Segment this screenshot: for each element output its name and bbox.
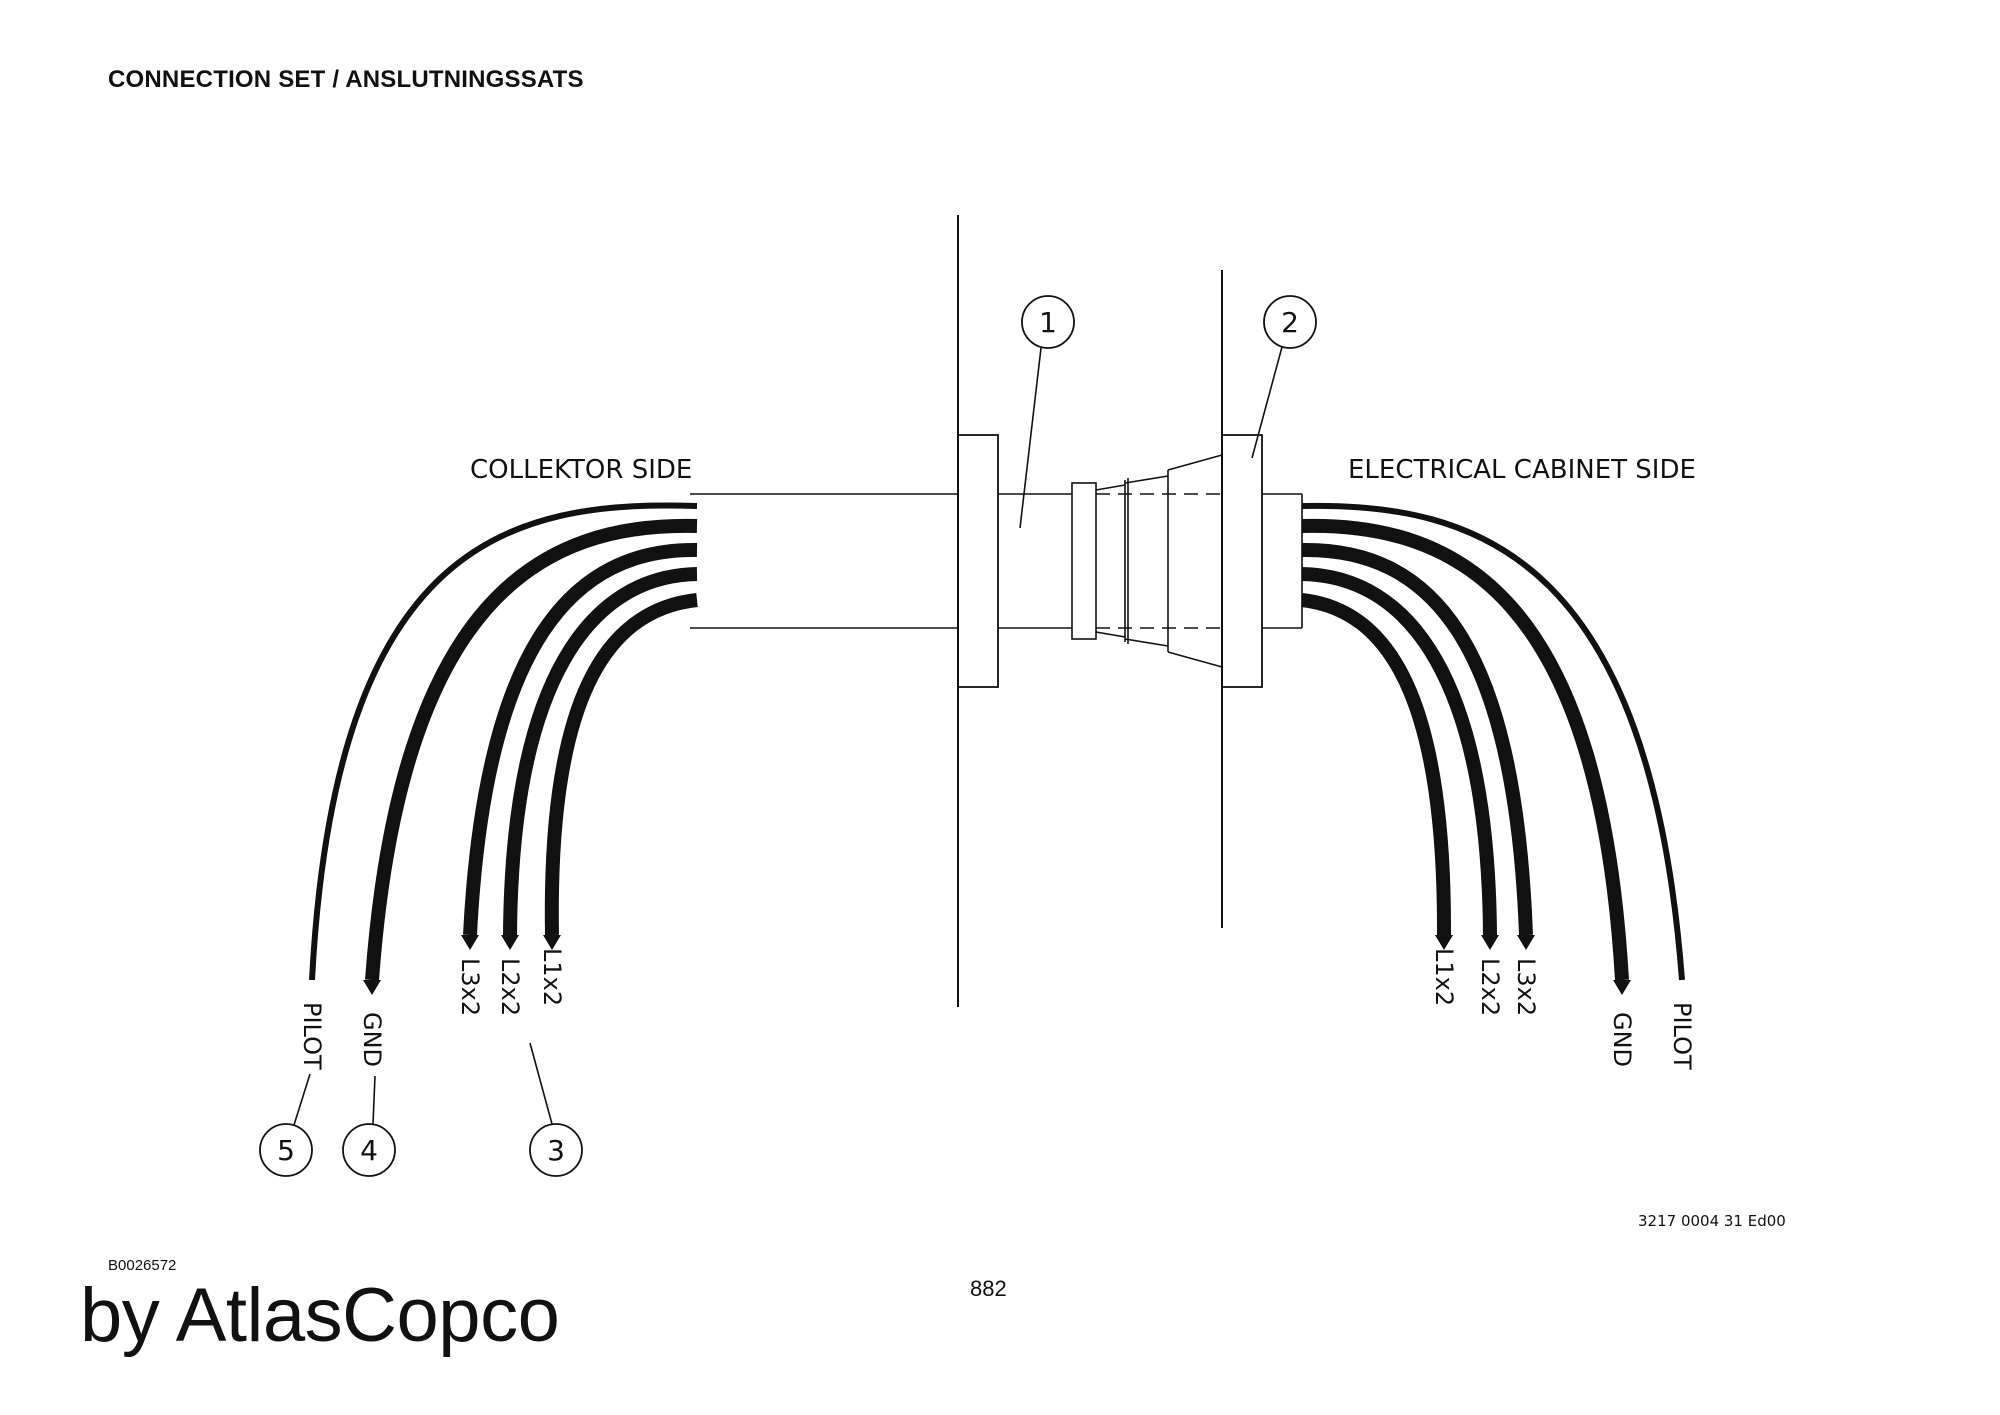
wire-label-l3-right: L3x2: [1512, 958, 1540, 1016]
wire-tips: [363, 935, 1631, 995]
callout-5-number: 5: [277, 1134, 295, 1167]
collector-side-wires: [309, 502, 698, 981]
wire-label-l2-left: L2x2: [496, 958, 524, 1016]
wire-label-l3-left: L3x2: [456, 958, 484, 1016]
document-id: B0026572: [108, 1257, 177, 1274]
wire-label-l1-right: L1x2: [1430, 948, 1458, 1006]
callout-4-number: 4: [360, 1134, 378, 1167]
wire-l3-right: [1301, 542, 1533, 936]
wire-label-pilot-left: PILOT: [298, 1002, 326, 1070]
drawing-number: 3217 0004 31 Ed00: [1638, 1212, 1786, 1230]
page-title: CONNECTION SET / ANSLUTNINGSSATS: [108, 66, 584, 93]
callout-4: 4: [342, 1075, 396, 1177]
brand-text: by AtlasCopco: [80, 1273, 560, 1358]
cabinet-flange: [1221, 434, 1263, 688]
callout-2-number: 2: [1281, 306, 1299, 339]
callout-1-number: 1: [1039, 306, 1057, 339]
conduit-tube: [690, 493, 1072, 629]
wire-l2-left: [503, 567, 698, 936]
wire-label-gnd-left: GND: [358, 1012, 386, 1067]
collector-flange: [957, 434, 999, 688]
wire-label-l1-left: L1x2: [538, 948, 566, 1006]
wire-l2-right: [1301, 567, 1497, 936]
cabinet-side-wires: [1301, 502, 1685, 981]
wire-l1-left: [544, 593, 698, 936]
cable-gland: [1071, 454, 1223, 668]
wire-label-gnd-right: GND: [1608, 1012, 1636, 1067]
wire-l3-left: [463, 542, 698, 936]
wire-pilot-right: [1301, 502, 1685, 981]
callout-5: 5: [259, 1073, 313, 1177]
cabinet-side-label: ELECTRICAL CABINET SIDE: [1348, 455, 1696, 485]
callout-1: 1: [1019, 295, 1075, 529]
wire-label-pilot-right: PILOT: [1668, 1002, 1696, 1070]
page-number: 882: [970, 1276, 1007, 1301]
cabinet-side-tube: [1262, 493, 1303, 629]
wire-l1-right: [1301, 593, 1452, 936]
wire-gnd-left: [365, 518, 698, 981]
callout-3-number: 3: [547, 1134, 565, 1167]
callout-3: 3: [529, 1042, 583, 1177]
collector-side-label: COLLEKTOR SIDE: [470, 455, 692, 485]
wire-label-l2-right: L2x2: [1476, 958, 1504, 1016]
wire-gnd-right: [1301, 518, 1629, 981]
wire-pilot-left: [309, 502, 698, 981]
callout-2: 2: [1251, 295, 1317, 459]
